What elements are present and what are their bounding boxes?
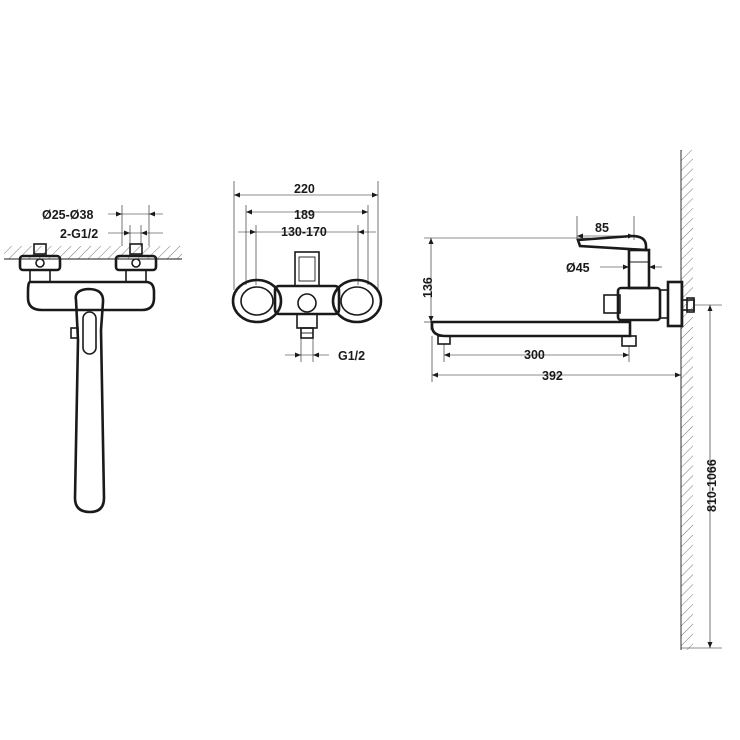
label-total-reach: 392 <box>542 369 563 383</box>
dim-height-body: 136 <box>421 237 590 330</box>
right-connection-cap <box>331 278 383 324</box>
diverter-knob <box>297 293 317 313</box>
label-width-handles: 189 <box>294 208 315 222</box>
left-connection-cap <box>231 278 283 324</box>
side-view: 85 Ø45 136 <box>421 150 722 650</box>
dim-width-total: 220 <box>233 181 379 290</box>
dim-outlet-thread: G1/2 <box>285 338 365 363</box>
label-outlet-thread: G1/2 <box>338 349 365 363</box>
dim-connection-diameter: Ø25-Ø38 <box>42 205 163 246</box>
label-center-distance: 130-170 <box>281 225 327 239</box>
label-mount-height: 810-1066 <box>705 459 719 512</box>
top-body <box>273 284 341 316</box>
wall-rosette <box>666 280 684 328</box>
dim-cartridge-width: 85 <box>576 216 635 240</box>
label-connection-thread: 2-G1/2 <box>60 227 98 241</box>
dim-center-distance: 130-170 <box>238 225 376 285</box>
spout <box>73 287 106 514</box>
side-lever <box>576 234 648 252</box>
label-spout-reach: 300 <box>524 348 545 362</box>
dim-connection-thread: 2-G1/2 <box>60 225 163 246</box>
top-view: 220 189 130-170 <box>231 181 383 363</box>
mixer-body <box>26 280 156 312</box>
side-body <box>616 286 662 322</box>
top-lever <box>294 251 320 287</box>
label-width-total: 220 <box>294 182 315 196</box>
dim-width-handles: 189 <box>245 205 369 285</box>
front-view: Ø25-Ø38 2-G1/2 <box>4 205 182 514</box>
label-height-body: 136 <box>421 277 435 298</box>
dim-mount-height: 810-1066 <box>681 304 722 649</box>
dim-total-reach: 392 <box>431 336 681 383</box>
label-cartridge-width: 85 <box>595 221 609 235</box>
wall-hatch-side <box>681 150 693 650</box>
side-spout <box>430 320 632 338</box>
shower-outlet <box>296 313 318 329</box>
lever-slot <box>82 311 97 355</box>
dim-body-diameter: Ø45 <box>566 261 662 275</box>
dim-spout-reach: 300 <box>443 344 630 362</box>
label-connection-diameter: Ø25-Ø38 <box>42 208 93 222</box>
lever-side-tab <box>70 327 79 339</box>
side-cartridge <box>627 248 651 290</box>
label-body-diameter: Ø45 <box>566 261 590 275</box>
